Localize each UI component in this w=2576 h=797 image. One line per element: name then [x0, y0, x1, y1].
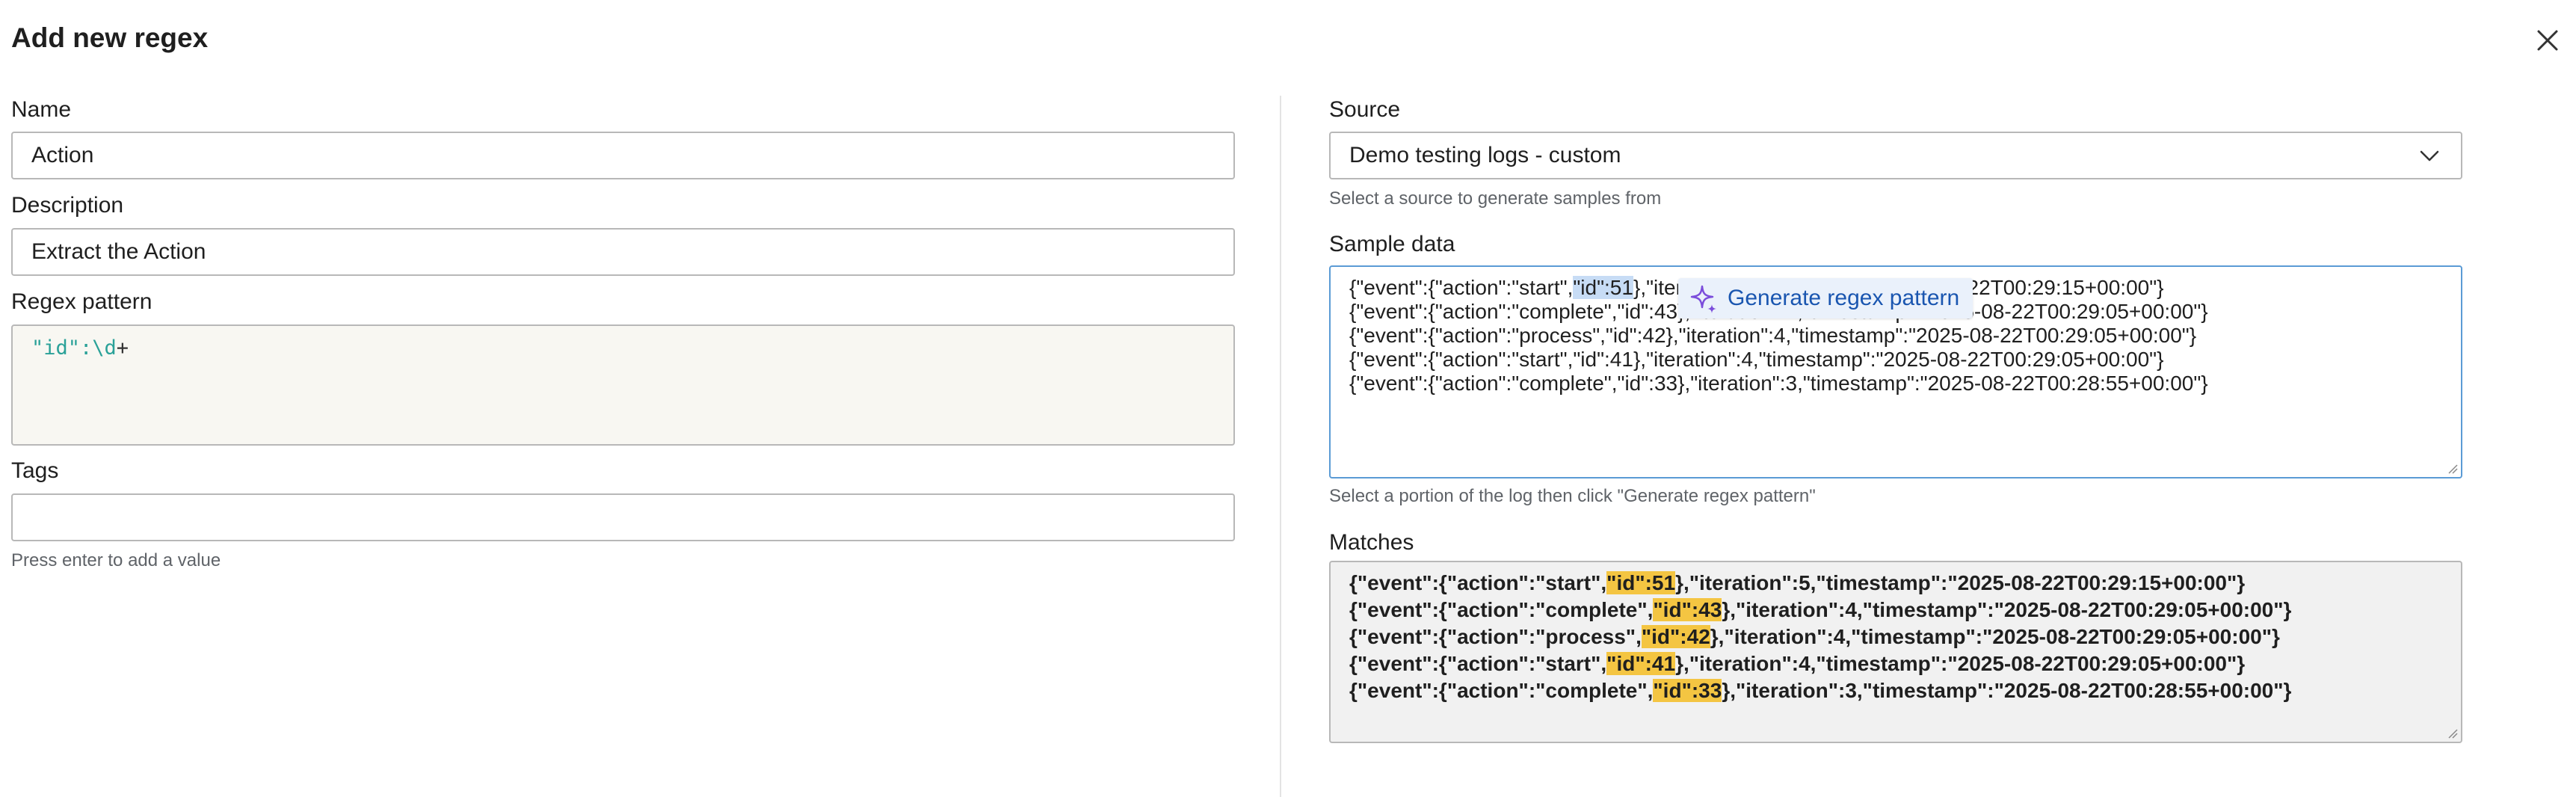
regex-editor[interactable]: "id":\d+ [11, 324, 1235, 446]
column-divider [1280, 96, 1281, 797]
regex-escape-token: \d [92, 336, 117, 360]
source-helper: Select a source to generate samples from [1329, 188, 1662, 209]
source-select[interactable]: Demo testing logs - custom [1329, 132, 2462, 179]
match-row-text: },"iteration":4,"timestamp":"2025-08-22T… [1722, 598, 2292, 621]
sample-line: {"event":{"action":"process","id":42},"i… [1349, 324, 2197, 347]
tags-helper: Press enter to add a value [11, 550, 221, 570]
sample-helper: Select a portion of the log then click "… [1329, 486, 1816, 506]
sparkle-icon [1690, 285, 1716, 313]
name-input[interactable]: Action [11, 132, 1235, 179]
match-row-text: },"iteration":4,"timestamp":"2025-08-22T… [1710, 625, 2280, 648]
close-icon [2537, 30, 2558, 51]
match-row-text: {"event":{"action":"complete", [1349, 679, 1654, 702]
match-row-text: {"event":{"action":"start", [1349, 571, 1607, 594]
match-row-text: {"event":{"action":"start", [1349, 652, 1607, 675]
match-highlight: "id":43 [1653, 598, 1722, 621]
match-highlight: "id":42 [1641, 625, 1710, 648]
description-value: Extract the Action [31, 239, 206, 264]
name-value: Action [31, 143, 94, 167]
tags-label: Tags [11, 458, 59, 483]
regex-quantifier-token: + [116, 336, 129, 360]
description-label: Description [11, 193, 124, 218]
match-row: {"event":{"action":"process","id":42},"i… [1349, 624, 2442, 650]
sample-line: {"event":{"action":"start","id":41},"ite… [1349, 348, 2164, 371]
resize-grip-icon[interactable] [2447, 464, 2458, 474]
match-row-text: {"event":{"action":"complete", [1349, 598, 1654, 621]
match-row-text: {"event":{"action":"process", [1349, 625, 1642, 648]
match-row: {"event":{"action":"complete","id":43},"… [1349, 597, 2442, 624]
match-highlight: "id":33 [1653, 679, 1722, 702]
sample-line-text: {"event":{"action":"start", [1349, 276, 1574, 299]
sample-label: Sample data [1329, 232, 1455, 256]
source-value: Demo testing logs - custom [1349, 143, 1621, 167]
source-label: Source [1329, 97, 1401, 122]
sample-selection: "id":51 [1573, 276, 1633, 299]
match-row: {"event":{"action":"start","id":41},"ite… [1349, 650, 2442, 677]
match-row-text: },"iteration":4,"timestamp":"2025-08-22T… [1675, 652, 2246, 675]
dialog-title: Add new regex [11, 22, 209, 53]
sample-line: {"event":{"action":"complete","id":33},"… [1349, 372, 2208, 395]
regex-string-token: "id": [31, 336, 93, 360]
match-row-text: },"iteration":5,"timestamp":"2025-08-22T… [1675, 571, 2246, 594]
matches-output: {"event":{"action":"start","id":51},"ite… [1329, 561, 2462, 743]
resize-grip-icon[interactable] [2447, 728, 2458, 739]
generate-regex-label: Generate regex pattern [1728, 286, 1960, 310]
description-input[interactable]: Extract the Action [11, 228, 1235, 276]
match-highlight: "id":41 [1606, 652, 1676, 675]
regex-label: Regex pattern [11, 289, 152, 314]
close-button[interactable] [2533, 25, 2563, 55]
name-label: Name [11, 97, 72, 122]
chevron-down-icon [2420, 150, 2439, 161]
match-row: {"event":{"action":"start","id":51},"ite… [1349, 570, 2442, 597]
match-row-text: },"iteration":3,"timestamp":"2025-08-22T… [1722, 679, 2292, 702]
tags-input[interactable] [11, 493, 1235, 541]
match-row: {"event":{"action":"complete","id":33},"… [1349, 677, 2442, 704]
match-highlight: "id":51 [1606, 571, 1676, 594]
generate-regex-button[interactable]: Generate regex pattern [1678, 278, 1973, 319]
matches-label: Matches [1329, 530, 1414, 555]
